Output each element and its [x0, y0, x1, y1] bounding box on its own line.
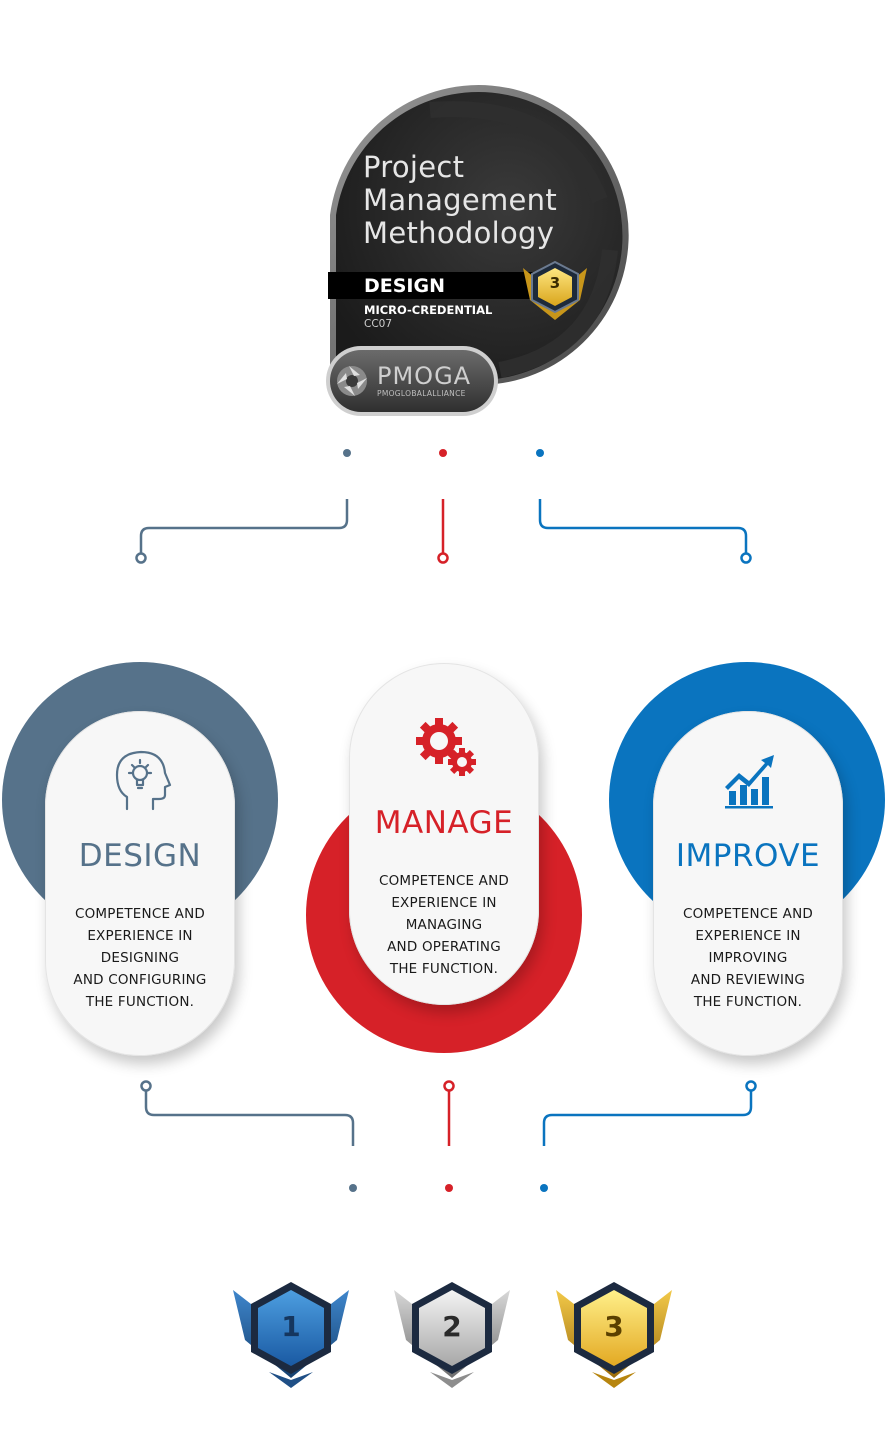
medal-level-number: 1	[281, 1310, 301, 1343]
description-line: MANAGING	[405, 917, 483, 933]
card-title: DESIGN	[78, 838, 202, 874]
badge-title-line: Project	[363, 150, 465, 184]
badge-credential-type: MICRO-CREDENTIAL	[364, 303, 493, 317]
description-line: COMPETENCE AND	[682, 906, 814, 922]
aperture-logo-icon	[337, 366, 367, 396]
card-description: COMPETENCE AND EXPERIENCE IN DESIGNING A…	[45, 903, 235, 1013]
card-description: COMPETENCE AND EXPERIENCE IN MANAGING AN…	[349, 870, 539, 980]
card-manage: MANAGE COMPETENCE AND EXPERIENCE IN MANA…	[349, 663, 539, 1005]
org-tagline: PMOGLOBALALLIANCE	[377, 389, 466, 398]
medal-level-number: 2	[442, 1310, 462, 1343]
org-name: PMOGA	[377, 362, 472, 390]
lower-connectors	[140, 1080, 757, 1192]
credential-badge: Project Management Methodology DESIGN 3 …	[0, 0, 886, 440]
description-line: EXPERIENCE IN	[87, 928, 193, 944]
upper-connectors	[135, 449, 752, 564]
badge-artwork	[326, 85, 629, 416]
card-title: MANAGE	[374, 805, 514, 841]
description-line: THE FUNCTION.	[389, 961, 499, 977]
description-line: DESIGNING	[100, 950, 180, 966]
description-line: EXPERIENCE IN	[391, 895, 497, 911]
medal-level-number: 3	[604, 1310, 624, 1343]
description-line: COMPETENCE AND	[74, 906, 206, 922]
medal-level-1	[233, 1282, 349, 1388]
card-improve: IMPROVE COMPETENCE AND EXPERIENCE IN IMP…	[653, 711, 843, 1056]
description-line: AND REVIEWING	[690, 972, 806, 988]
badge-code: CC07	[364, 318, 393, 330]
badge-level-medal	[523, 260, 587, 320]
description-line: AND OPERATING	[387, 939, 501, 955]
medal-level-3	[556, 1282, 672, 1388]
card-design: DESIGN COMPETENCE AND EXPERIENCE IN DESI…	[45, 711, 235, 1056]
growth-chart-icon	[725, 755, 774, 809]
description-line: COMPETENCE AND	[378, 873, 510, 889]
description-line: EXPERIENCE IN	[695, 928, 801, 944]
badge-level-number: 3	[549, 274, 561, 292]
badge-level-label: DESIGN	[364, 275, 446, 297]
medal-level-2	[394, 1282, 510, 1388]
head-lightbulb-icon	[115, 750, 172, 811]
level-medals	[233, 1282, 672, 1388]
description-line: THE FUNCTION.	[693, 994, 803, 1010]
description-line: AND CONFIGURING	[73, 972, 207, 988]
description-line: THE FUNCTION.	[85, 994, 195, 1010]
description-line: IMPROVING	[708, 950, 788, 966]
card-description: COMPETENCE AND EXPERIENCE IN IMPROVING A…	[653, 903, 843, 1013]
badge-title-line: Management	[363, 183, 558, 217]
gears-icon	[416, 718, 476, 776]
card-title: IMPROVE	[675, 838, 821, 874]
badge-title-line: Methodology	[363, 216, 555, 250]
